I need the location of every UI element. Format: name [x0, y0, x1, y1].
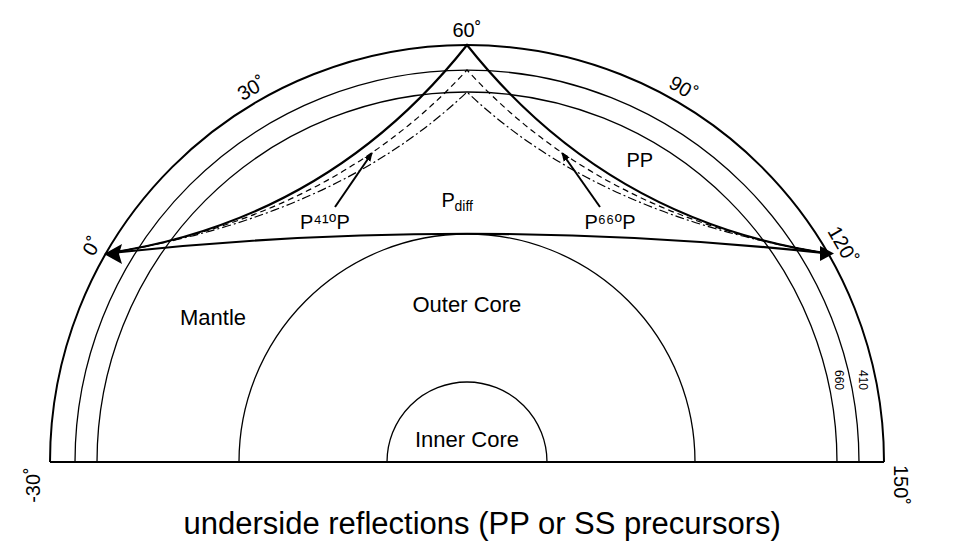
region-label: Inner Core: [415, 428, 519, 452]
discontinuity-410: [75, 70, 859, 462]
caption: underside reflections (PP or SS precurso…: [184, 507, 781, 541]
inner-core-outline: [387, 382, 547, 462]
surface-outline: [50, 45, 884, 462]
receiver-arrowhead: [104, 244, 122, 264]
degree-label: 90˚: [665, 71, 701, 105]
discontinuity-660: [97, 92, 837, 462]
depth-label: 660: [833, 370, 845, 390]
degree-label: 120˚: [823, 222, 862, 268]
leader-arrow: [562, 153, 600, 207]
degree-label: -30˚: [22, 467, 44, 503]
baseline: [50, 461, 884, 463]
phase-label: P: [442, 189, 455, 211]
region-label: Mantle: [180, 306, 246, 330]
phase-label: PP: [627, 149, 654, 171]
phase-label: P⁴¹⁰P: [300, 211, 350, 233]
pp-ray: [106, 45, 828, 254]
phase-label: P⁶⁶⁰P: [585, 211, 636, 233]
depth-label: 410: [857, 370, 869, 390]
outer-core-outline: [239, 234, 695, 462]
leader-arrow: [335, 153, 372, 207]
degree-label: 60˚: [453, 19, 482, 41]
p660p-ray: [106, 92, 828, 254]
phase-subscript: diff: [455, 199, 473, 214]
degree-label: 150˚: [890, 465, 912, 505]
p410p-ray: [106, 70, 828, 254]
region-label: Outer Core: [413, 293, 522, 317]
degree-label: 30˚: [233, 71, 269, 105]
pdiff-ray: [106, 234, 828, 254]
degree-label: 0˚: [78, 233, 106, 259]
